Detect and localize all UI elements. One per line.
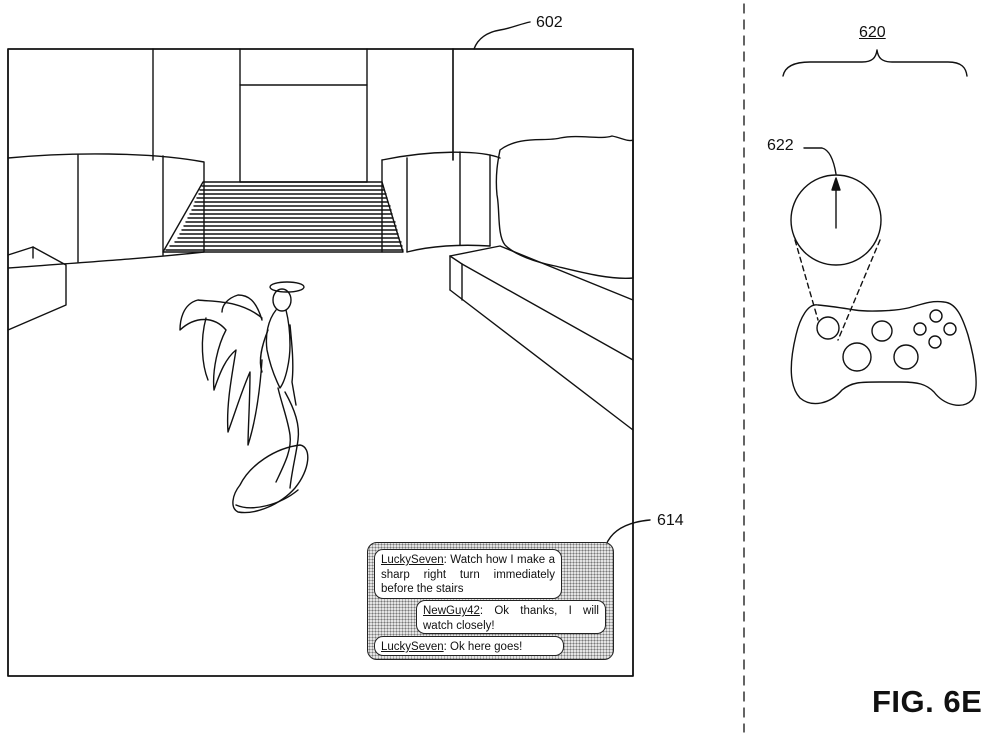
figure-label: FIG. 6E bbox=[872, 684, 983, 719]
chat-message: NewGuy42: Ok thanks, I will watch closel… bbox=[416, 600, 606, 634]
leader-614 bbox=[605, 519, 651, 546]
chat-message: LuckySeven: Ok here goes! bbox=[374, 636, 564, 656]
arrow-head-icon bbox=[831, 177, 841, 191]
ref-602: 602 bbox=[536, 14, 563, 31]
chat-username: NewGuy42 bbox=[423, 605, 480, 617]
left-stick bbox=[816, 316, 840, 340]
ref-620: 620 bbox=[859, 24, 886, 41]
leader-602 bbox=[473, 21, 531, 50]
ref-614: 614 bbox=[657, 512, 684, 529]
face-button-right bbox=[943, 322, 957, 336]
zoom-line-right bbox=[837, 239, 881, 341]
chat-username: LuckySeven bbox=[381, 554, 444, 566]
leader-622 bbox=[803, 147, 837, 175]
halo-icon bbox=[269, 281, 305, 293]
joystick-magnified bbox=[790, 174, 882, 266]
dpad-button bbox=[871, 320, 893, 342]
bush bbox=[495, 135, 634, 280]
game-screen-frame bbox=[7, 48, 634, 677]
chat-text: Ok here goes! bbox=[450, 641, 523, 653]
center-button bbox=[842, 342, 872, 372]
chat-text: Watch how I make a sharp right turn imme… bbox=[381, 554, 555, 595]
background-architecture bbox=[152, 48, 454, 183]
chat-window: LuckySeven: Watch how I make a sharp rig… bbox=[367, 542, 614, 660]
zoom-line-left bbox=[794, 239, 819, 321]
chat-text: Ok thanks, I will watch closely! bbox=[423, 605, 599, 632]
right-wall bbox=[381, 151, 501, 253]
chat-username: LuckySeven bbox=[381, 641, 444, 653]
game-controller-icon bbox=[790, 300, 977, 406]
face-button-top bbox=[929, 309, 943, 323]
planter-ledge bbox=[449, 245, 634, 431]
face-button-left bbox=[913, 322, 927, 336]
face-button-bottom bbox=[928, 335, 942, 349]
left-wall bbox=[7, 153, 205, 331]
chat-message: LuckySeven: Watch how I make a sharp rig… bbox=[374, 549, 562, 599]
ref-622: 622 bbox=[767, 137, 794, 154]
skater-character bbox=[179, 281, 309, 514]
brace-620 bbox=[782, 49, 968, 77]
right-stick bbox=[893, 344, 919, 370]
stairs bbox=[162, 181, 404, 253]
